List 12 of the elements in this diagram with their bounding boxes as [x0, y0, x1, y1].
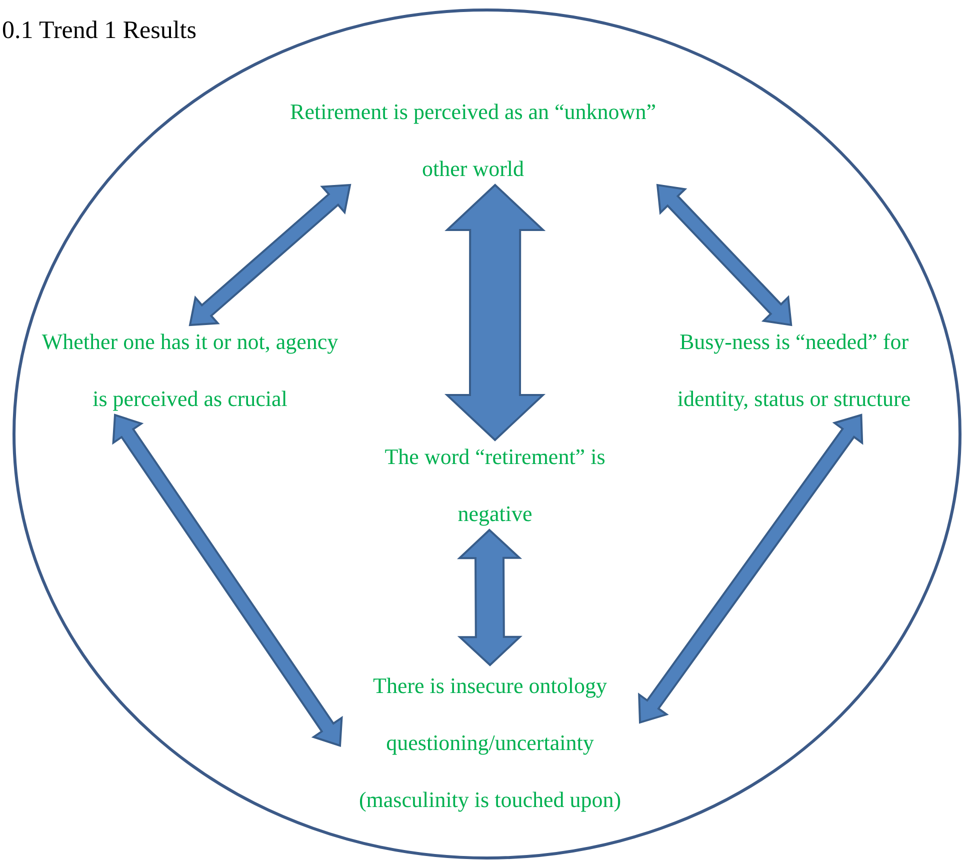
statement-text: Busy-ness is “needed” for identity, status or structure: [676, 328, 912, 413]
statement-text: Whether one has it or not, agency is perceived as crucial: [40, 328, 340, 413]
block-arrow: [112, 414, 343, 747]
block-arrow: [188, 184, 352, 326]
diagram-title: 0.1 Trend 1 Results: [2, 16, 196, 46]
block-arrow: [656, 184, 792, 326]
statement-text: There is insecure ontology questioning/uncertainty (masculinity is touched upon): [358, 672, 622, 814]
block-arrow: [456, 528, 522, 666]
block-arrow: [444, 184, 546, 442]
statement-text: The word “retirement” is negative: [384, 443, 606, 528]
statement-text: Retirement is perceived as an “unknown” other world: [289, 98, 657, 183]
block-arrow: [638, 414, 864, 724]
